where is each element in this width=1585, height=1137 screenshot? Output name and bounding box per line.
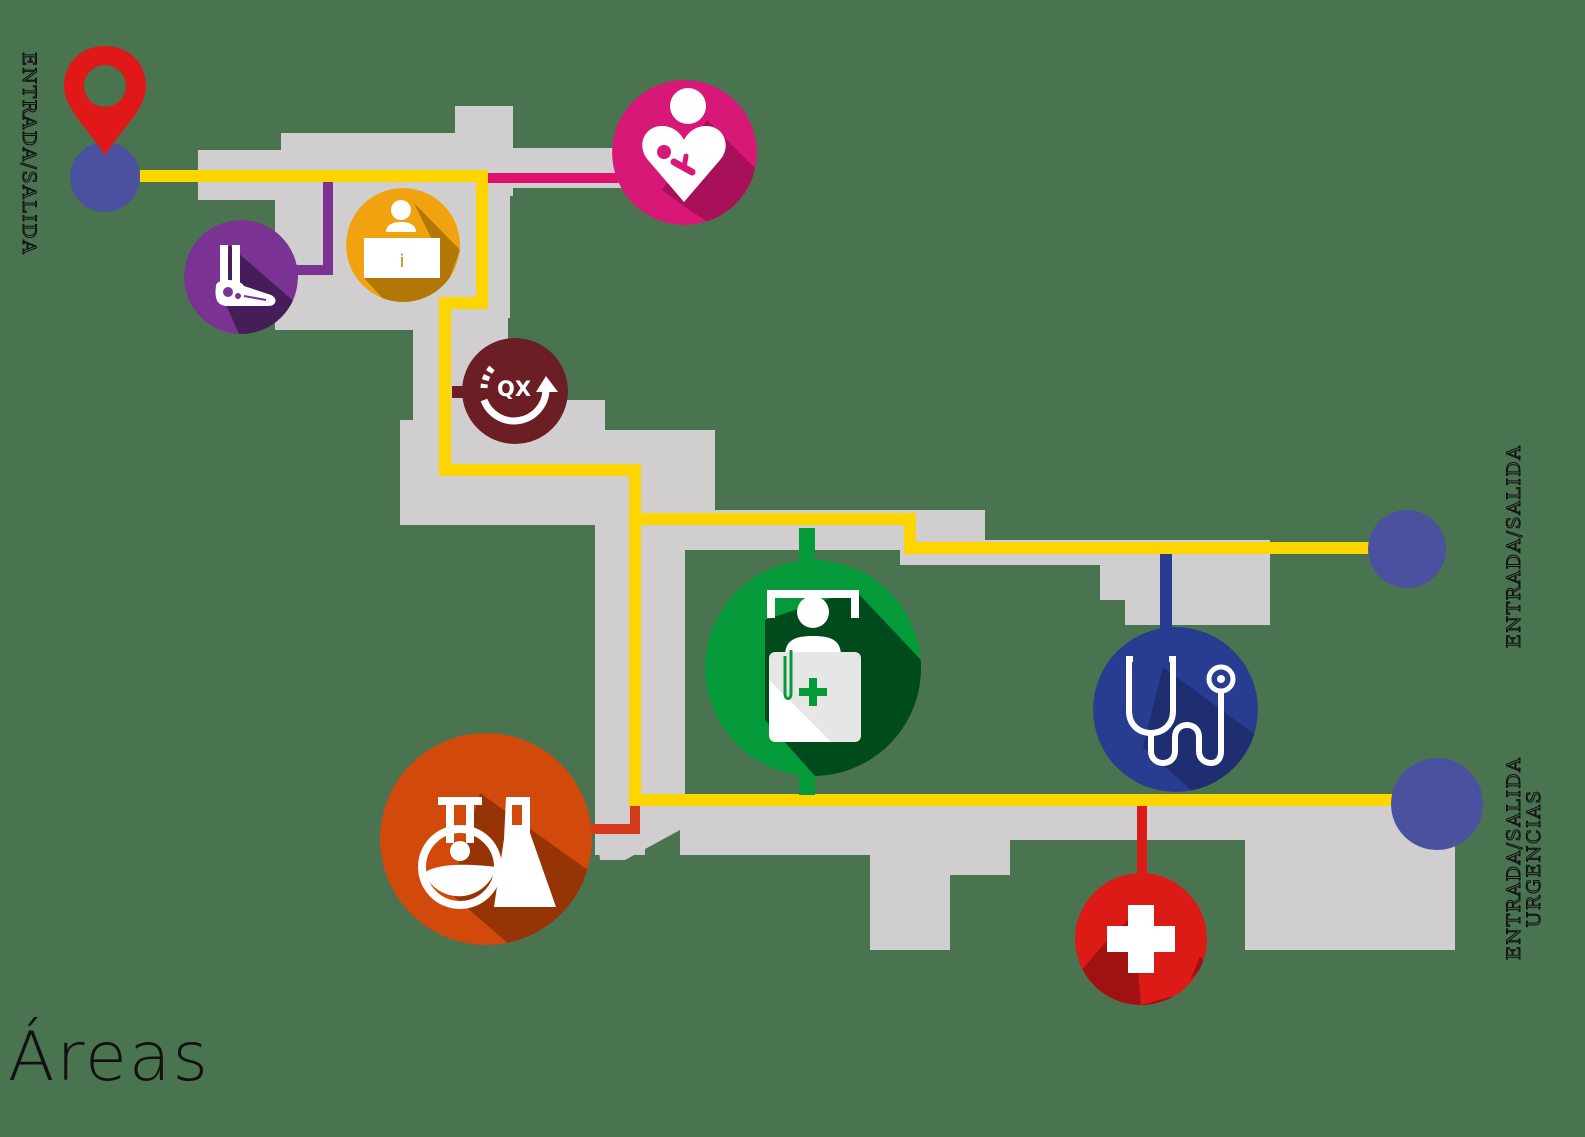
area-maternity[interactable] — [612, 80, 757, 225]
svg-text:i: i — [399, 251, 404, 272]
information-desk-icon: i — [346, 188, 460, 302]
laboratory-connector — [588, 806, 640, 834]
area-hospitalization[interactable] — [705, 560, 921, 776]
main-route — [140, 170, 1400, 806]
area-emergency[interactable] — [1075, 873, 1207, 1005]
area-laboratory[interactable] — [380, 733, 592, 945]
patient-bed-icon — [705, 560, 921, 776]
entrance-east-node[interactable] — [1368, 510, 1446, 588]
medical-cross-icon — [1075, 873, 1207, 1005]
foot-bones-icon — [184, 220, 298, 334]
orthopedics-connector — [290, 182, 333, 275]
mother-baby-heart-icon — [612, 80, 757, 225]
map-pin-icon[interactable] — [60, 42, 150, 160]
surgery-qx-icon: QX — [462, 338, 568, 444]
area-information[interactable]: i — [346, 188, 460, 302]
entrance-east-label: ENTRADA/SALIDA — [1503, 444, 1526, 648]
entrance-emergency-node[interactable] — [1391, 758, 1483, 850]
entrance-emergency-label-line2: URGENCIAS — [1522, 789, 1545, 928]
page-title: Áreas — [8, 1018, 210, 1097]
laboratory-flasks-icon — [380, 733, 592, 945]
stethoscope-icon — [1093, 627, 1258, 792]
east-route — [635, 513, 1385, 554]
area-orthopedics[interactable] — [184, 220, 298, 334]
area-surgery[interactable]: QX — [462, 338, 568, 444]
entrance-emergency-label: ENTRADA/SALIDA URGENCIAS — [1503, 756, 1546, 960]
entrance-main-label: ENTRADA/SALIDA — [18, 52, 41, 256]
svg-text:QX: QX — [497, 377, 531, 401]
area-consultation[interactable] — [1093, 627, 1258, 792]
entrance-emergency-label-line1: ENTRADA/SALIDA — [1503, 756, 1526, 960]
